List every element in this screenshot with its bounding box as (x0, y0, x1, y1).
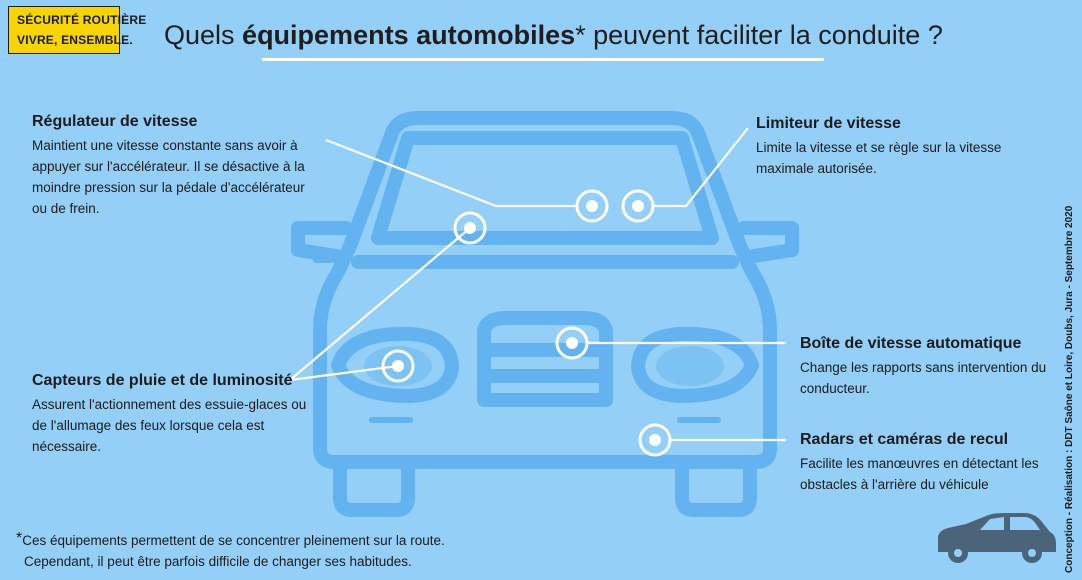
target-limiteur (621, 189, 655, 223)
footnote-line-1: Ces équipements permettent de se concent… (22, 533, 445, 548)
target-capteurs-pluie (453, 211, 487, 245)
feature-boite-text: Change les rapports sans intervention du… (800, 360, 1047, 396)
target-regulateur (575, 189, 609, 223)
feature-capteurs-title: Capteurs de pluie et de luminosité (32, 372, 293, 389)
target-radars (638, 423, 672, 457)
footnote-star: * (16, 530, 23, 547)
footnote-line-2: Cependant, il peut être parfois difficil… (24, 554, 412, 569)
target-capteurs-luminosite (381, 349, 415, 383)
feature-capteurs-text: Assurent l'actionnement des essuie-glace… (32, 397, 307, 454)
title-prefix: Quels (164, 20, 243, 50)
callout-line-capteurs-2 (289, 364, 399, 382)
title-suffix: * peuvent faciliter la conduite ? (575, 20, 943, 50)
feature-regulateur-text: Maintient une vitesse constante sans avo… (32, 138, 305, 216)
callout-target-icon (381, 189, 672, 457)
target-boite (555, 326, 589, 360)
logo-line-1: SÉCURITÉ ROUTIÈRE (17, 13, 147, 27)
title-bold: équipements automobiles (242, 20, 576, 50)
feature-radars-title: Radars et caméras de recul (800, 431, 1009, 448)
feature-boite: Boîte de vitesse automatique Change les … (800, 334, 1050, 399)
feature-limiteur-text: Limite la vitesse et se règle sur la vit… (756, 140, 1002, 176)
callout-line-regulateur (325, 138, 578, 208)
callout-line-capteurs-1 (289, 227, 471, 381)
callout-line-limiteur (652, 127, 749, 208)
securite-routiere-logo: SÉCURITÉ ROUTIÈRE VIVRE, ENSEMBLE. (8, 6, 147, 54)
feature-regulateur: Régulateur de vitesse Maintient une vite… (32, 112, 322, 219)
feature-capteurs: Capteurs de pluie et de luminosité Assur… (32, 371, 316, 457)
title-underline (262, 58, 824, 61)
feature-regulateur-title: Régulateur de vitesse (32, 113, 198, 130)
page-title: Quels équipements automobiles* peuvent f… (164, 18, 943, 52)
feature-limiteur: Limiteur de vitesse Limite la vitesse et… (756, 114, 1046, 179)
feature-boite-title: Boîte de vitesse automatique (800, 335, 1022, 352)
feature-radars: Radars et caméras de recul Facilite les … (800, 430, 1050, 495)
logo-line-2: VIVRE, ENSEMBLE. (17, 33, 133, 47)
footnote: *Ces équipements permettent de se concen… (16, 528, 445, 572)
credit-text: Conception - Réalisation : DDT Saône et … (1064, 205, 1075, 573)
feature-limiteur-title: Limiteur de vitesse (756, 115, 901, 132)
feature-radars-text: Facilite les manœuvres en détectant les … (800, 456, 1039, 492)
